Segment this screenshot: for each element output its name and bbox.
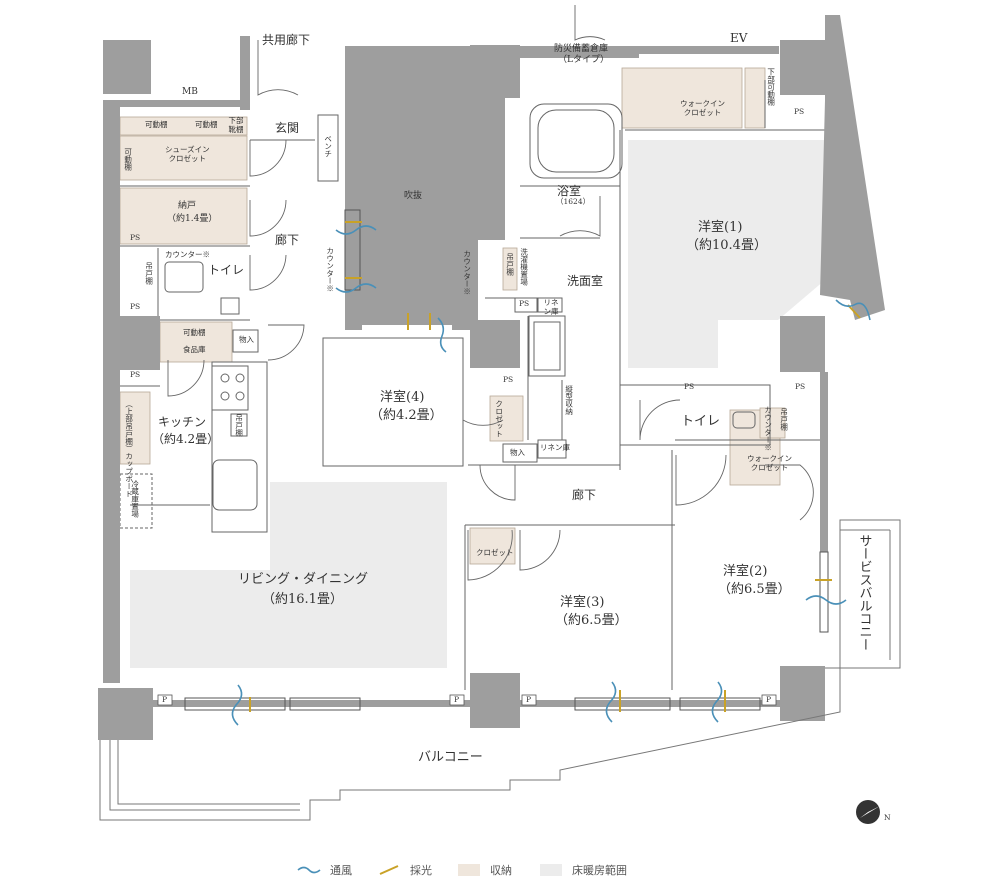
kitchen-size: （約4.2畳） [152, 432, 220, 446]
shelf-label-1: 可動棚 [145, 120, 168, 129]
walk-in-closet-1: ウォークイン クロゼット [680, 99, 725, 117]
shelf-label-2: 可動棚 [195, 120, 218, 129]
closet-label-room4: クロゼット [494, 400, 504, 438]
ps-label-2: PS [130, 302, 141, 311]
room2-label: 洋室(2) [723, 564, 768, 579]
ps-label-8: PS [684, 382, 695, 391]
kitchen-label: キッチン [158, 415, 207, 429]
living-label: リビング・ダイニング [238, 572, 369, 587]
door-swings [167, 5, 814, 581]
ev-label: EV [730, 31, 748, 45]
p-label-2: P [454, 695, 460, 704]
light-marks [249, 221, 861, 712]
closet-label-room3: クロゼット [476, 548, 514, 557]
room3-size: （約6.5畳） [555, 613, 628, 628]
light-icon [379, 865, 399, 875]
storeroom-label: 納戸 [178, 201, 197, 211]
cupboard-label: （上部吊戸棚）カップボード [124, 400, 134, 498]
counter-label-1: カウンター※ [325, 247, 335, 292]
living-size: （約16.1畳） [262, 592, 343, 607]
counter-note-toilet: カウンター※ [165, 250, 210, 259]
room2-size: （約6.5畳） [718, 582, 791, 597]
disaster-storage-type: （Lタイプ） [558, 55, 609, 65]
p-posts [157, 694, 777, 706]
floor-heating-areas [130, 140, 825, 668]
toilet-label-2: トイレ [681, 414, 721, 429]
corridor-label-1: 廊下 [275, 233, 300, 247]
storage-areas [119, 67, 786, 565]
ps-label-6: PS [794, 107, 805, 116]
entrance-label: 玄関 [275, 121, 300, 135]
fridge-space-label: 冷蔵庫置場 [130, 480, 140, 518]
legend-wind: 通風 [296, 862, 352, 878]
legend: 通風 採光 収納 床暖房範囲 [0, 860, 1000, 884]
room1-size: （約10.4畳） [686, 238, 767, 253]
counter-label-2: カウンター※ [462, 250, 472, 295]
wind-marks [231, 225, 871, 726]
shoes-in-closet-label: シューズイン クロゼット [165, 145, 210, 163]
floor-heating-swatch [540, 864, 562, 876]
pantry-label: 食品庫 [183, 345, 206, 354]
bath-size: （1624） [556, 197, 591, 206]
bench-label: ベンチ [323, 135, 333, 158]
storage-swatch [458, 864, 480, 876]
p-label-4: P [766, 695, 772, 704]
north-arrow-icon [856, 800, 880, 824]
toilet-label-1: トイレ [208, 263, 245, 277]
lower-shoe-cabinet-label: 下部靴棚 [228, 116, 244, 134]
disaster-storage-label: 防災備蓄倉庫 [554, 44, 609, 54]
counter-note-toilet2: カウンター※ [763, 406, 773, 451]
shelf-label-4: 可動棚 [183, 328, 206, 337]
legend-floor-heating: 床暖房範囲 [540, 862, 627, 878]
walk-in-closet-2: ウォークイン クロゼット [747, 454, 792, 472]
ps-label-5: PS [503, 375, 514, 384]
balcony-label: バルコニー [418, 750, 483, 765]
balcony-outline [99, 519, 901, 821]
service-balcony-label: サービスバルコニー [856, 534, 872, 651]
room1-label: 洋室(1) [698, 220, 743, 235]
ps-label-3: PS [130, 370, 141, 379]
room4-label: 洋室(4) [380, 390, 425, 405]
hanging-shelf-kitchen: 吊戸棚 [234, 414, 244, 437]
room4-size: （約4.2畳） [370, 408, 443, 423]
ps-label-4: PS [519, 299, 530, 308]
washroom-label: 洗面室 [567, 274, 604, 288]
corridor-label-2: 廊下 [572, 488, 597, 502]
legend-floor-heating-label: 床暖房範囲 [572, 864, 627, 877]
shelf-label-3: 可動棚 [123, 148, 133, 171]
linen-label-2: リネン庫 [540, 443, 570, 452]
lower-movable-shelf-label: 下部可動棚 [766, 68, 776, 106]
storeroom-size: （約1.4畳） [167, 214, 218, 224]
wind-icon [297, 866, 321, 874]
walls [98, 15, 885, 740]
mb-label: MB [182, 87, 198, 97]
void-label: 吹抜 [404, 191, 423, 201]
hanging-shelf-washroom: 吊戸棚 [505, 253, 515, 276]
legend-wind-label: 通風 [330, 864, 352, 877]
storage-label-2: 物入 [510, 448, 525, 457]
hanging-shelf-toilet: 吊戸棚 [144, 262, 154, 285]
legend-light-label: 採光 [410, 864, 432, 877]
room3-label: 洋室(3) [560, 595, 605, 610]
ps-label-1: PS [130, 233, 141, 242]
p-label-3: P [526, 695, 532, 704]
legend-storage: 収納 [458, 862, 512, 878]
storage-label-1: 物入 [239, 335, 254, 344]
legend-light: 採光 [378, 862, 432, 878]
hanging-shelf-toilet2: 吊戸棚 [779, 408, 789, 431]
p-label-1: P [162, 695, 168, 704]
linen-label-1: リネン庫 [543, 298, 559, 316]
shared-corridor-label: 共用廊下 [262, 33, 311, 47]
legend-storage-label: 収納 [490, 864, 512, 877]
north-label: N [884, 813, 891, 822]
shelf-storage-label: 縦型収納 [564, 385, 574, 415]
washer-space-label: 洗濯機置場 [519, 248, 529, 286]
ps-label-7: PS [795, 382, 806, 391]
bath-label: 浴室 [557, 184, 582, 198]
